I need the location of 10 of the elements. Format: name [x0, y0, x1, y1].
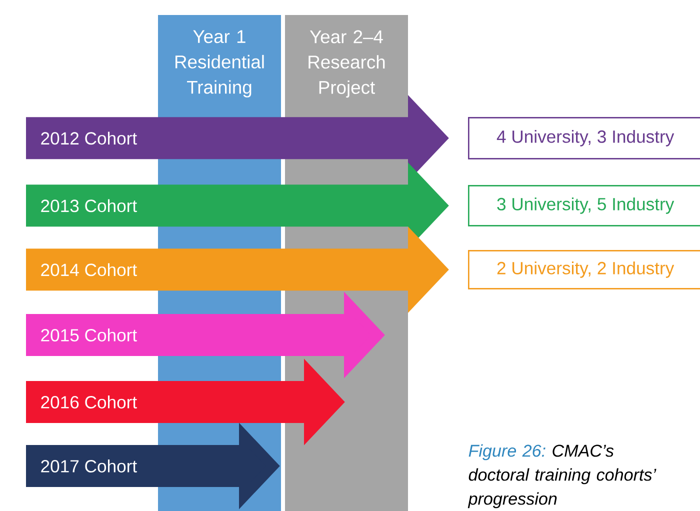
- edge-label: 2012 Cohort: [41, 132, 137, 145]
- edge-label: 2013 Cohort: [41, 199, 137, 212]
- edge-label: 2015 Cohort: [41, 328, 137, 342]
- edge-label: 2017 Cohort: [41, 460, 137, 472]
- edge-label: 2014 Cohort: [41, 263, 137, 276]
- outcome-box: 4 University, 3 Industry: [468, 117, 700, 160]
- edge-label: 2016 Cohort: [41, 396, 137, 408]
- outcome-box: 2 University, 2 Industry: [468, 250, 700, 290]
- figure-caption: Figure 26: CMAC’s doctoral training cohorts’ progression: [468, 444, 656, 508]
- outcome-box: 3 University, 5 Industry: [468, 185, 700, 226]
